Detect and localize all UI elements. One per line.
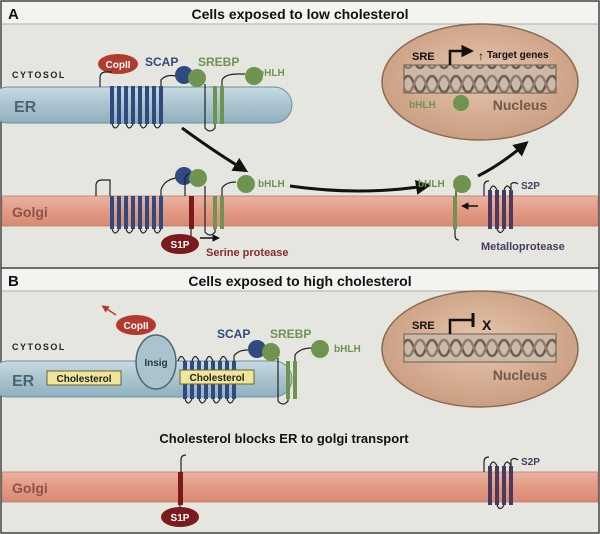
srebp-label: SREBP: [198, 55, 239, 69]
s2p-protein-b: [483, 456, 519, 510]
panel-a: A Cells exposed to low cholesterol CYTOS…: [0, 2, 599, 259]
panel-a-header: [2, 2, 598, 24]
s1p-transmembrane: [189, 196, 194, 229]
scap-protein-golgi: [95, 177, 177, 234]
cytosol-label: CYTOSOL: [12, 70, 66, 80]
dna-helix-b: [403, 333, 557, 363]
sre-label-b: SRE: [412, 320, 435, 332]
metalloprotease-label: Metalloprotease: [481, 241, 565, 253]
nucleus-entry-arrow: [477, 141, 529, 178]
panel-b-letter: B: [8, 273, 19, 290]
golgi-label-b: Golgi: [12, 480, 48, 496]
copii-label: CopII: [106, 60, 131, 71]
nucleus-label-a: Nucleus: [493, 97, 548, 113]
bhlh-label-released: bHLH: [418, 179, 445, 190]
panel-b: B Cells exposed to high cholesterol CopI…: [0, 269, 599, 527]
s1p-label-b: S1P: [171, 513, 190, 524]
scap-label: SCAP: [145, 55, 178, 69]
er-label: ER: [14, 99, 37, 116]
transport-block-statement: Cholesterol blocks ER to golgi transport: [159, 431, 409, 446]
block-x-label: X: [482, 317, 492, 333]
copii-coat: [98, 54, 138, 74]
er-to-golgi-arrow: [181, 126, 249, 173]
repression-symbol: [448, 318, 472, 334]
scap-sterol-domain-golgi: [175, 167, 193, 185]
s1p-label-a: S1P: [171, 240, 190, 251]
sre-label-a: SRE: [412, 51, 435, 63]
release-arrow: [289, 179, 431, 195]
scap-label-b: SCAP: [217, 327, 250, 341]
s2p-label-a: S2P: [521, 181, 540, 192]
panel-a-letter: A: [8, 6, 19, 23]
panel-b-title: Cells exposed to high cholesterol: [188, 273, 411, 289]
nucleus-label-b: Nucleus: [493, 367, 548, 383]
srebp-regulatory-domain-b: [262, 343, 280, 361]
bhlh-label-b: bHLH: [334, 344, 361, 355]
s1p-transmembrane-b: [178, 472, 183, 505]
s1p-protease: [161, 234, 199, 254]
s1p-protease-b: [161, 507, 199, 527]
golgi-membrane-a: [1, 195, 599, 227]
srebp-label-b: SREBP: [270, 327, 311, 341]
golgi-membrane-b: [1, 471, 599, 503]
bhlh-in-nucleus: [453, 95, 469, 111]
bhlh-domain-er-b: [311, 340, 329, 358]
srebp-protein-er-b: [277, 358, 289, 405]
panel-a-title: Cells exposed to low cholesterol: [191, 6, 408, 22]
bhlh-domain-er: [245, 67, 263, 85]
dna-helix-a: [403, 64, 557, 94]
panel-b-header: [2, 269, 598, 291]
srebp-regulatory-domain-golgi: [189, 169, 207, 187]
bhlh-label-golgi: bHLH: [258, 179, 285, 190]
srebp-regulatory-domain: [188, 69, 206, 87]
er-label-b: ER: [12, 373, 35, 390]
copii-departure-arrow: [101, 305, 117, 316]
target-genes-label: Target genes: [487, 50, 549, 61]
cholesterol-label-2: Cholesterol: [189, 373, 244, 384]
scap-sterol-domain-b: [248, 340, 266, 358]
transcription-arrow: [448, 44, 474, 65]
s2p-protein-a: [483, 180, 519, 234]
insig-label: Insig: [144, 358, 167, 369]
bhlh-label-nucleus: bHLH: [409, 100, 436, 111]
up-arrow-glyph: ↑: [478, 49, 484, 63]
cholesterol-box-1: [46, 370, 122, 386]
bhlh-domain-golgi: [237, 175, 255, 193]
golgi-label-a: Golgi: [12, 204, 48, 220]
cytosol-label-b: CYTOSOL: [12, 342, 66, 352]
cholesterol-box-2: [179, 369, 255, 385]
cholesterol-label-1: Cholesterol: [56, 374, 111, 385]
insig-protein: [135, 334, 177, 390]
bhlh-released: [453, 175, 471, 193]
copii-label-b: CopII: [124, 321, 149, 332]
srebp-protein-er: [204, 73, 245, 132]
scap-protein-er: [99, 71, 177, 129]
bhlh-label-er: bHLH: [258, 68, 285, 79]
srebp-fragment: [453, 196, 457, 229]
srebp-protein-golgi: [204, 186, 216, 236]
copii-coat-b: [116, 315, 156, 335]
s2p-label-b: S2P: [521, 457, 540, 468]
serine-protease-label: Serine protease: [206, 247, 289, 259]
